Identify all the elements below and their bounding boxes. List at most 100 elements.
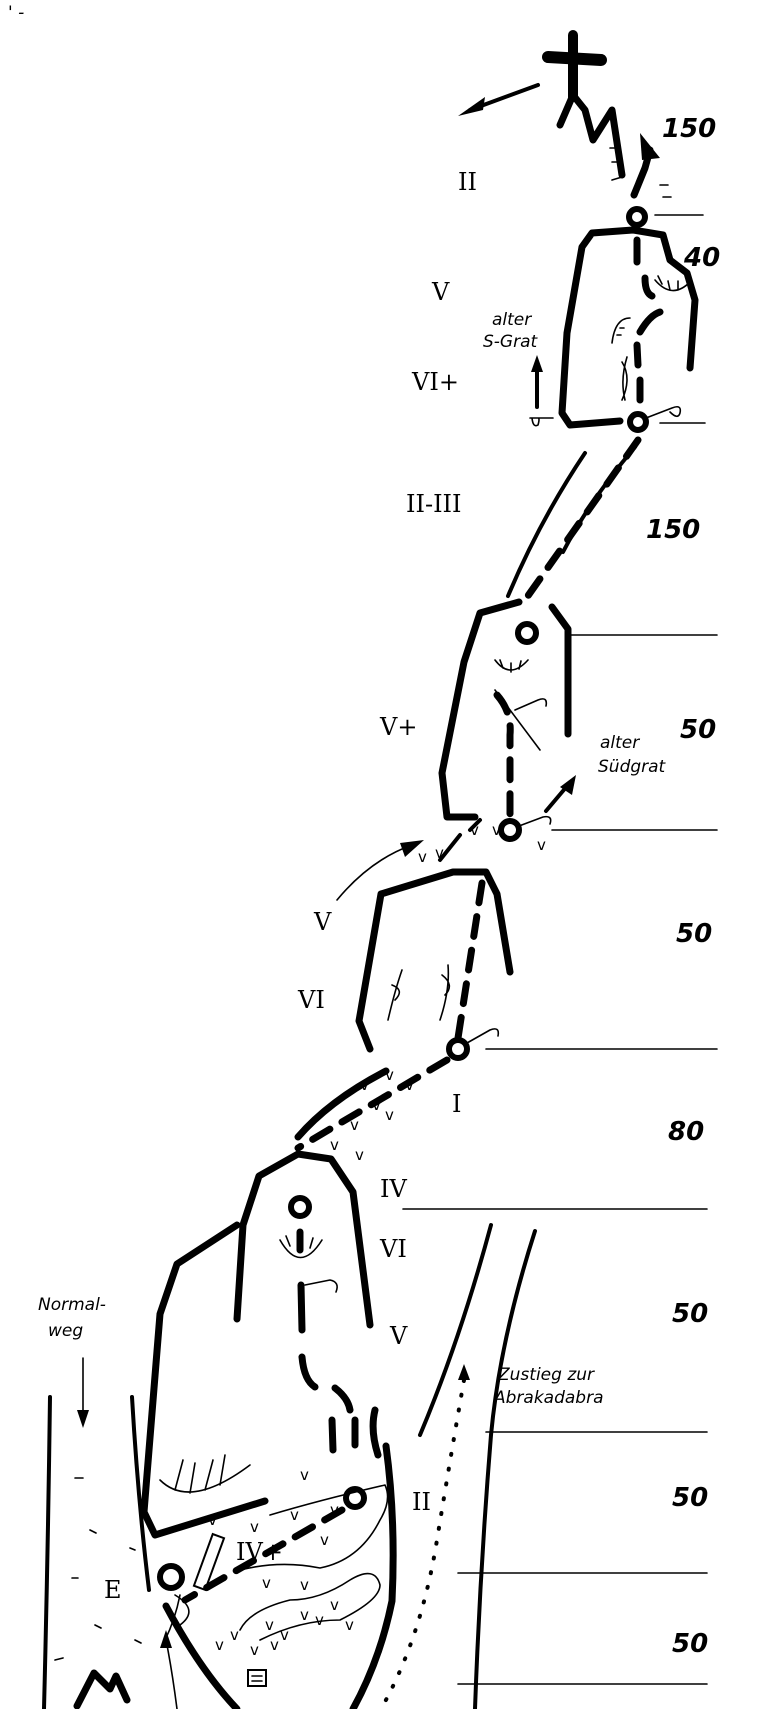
scree-marks [54,1477,142,1661]
pitch-length: 50 [672,1629,708,1659]
crack-icon [387,964,451,1021]
note-zustieg: Zustieg zur [497,1365,595,1385]
note-normalweg: weg [48,1321,83,1341]
vegetation-mark: v [262,1574,271,1592]
belay-anchor [627,411,649,433]
route-line [181,1506,346,1604]
grade-label: II [412,1488,431,1516]
vegetation-mark: v [492,821,501,839]
summit-cross-icon [542,30,607,102]
note-normalweg: Normal- [38,1295,106,1315]
note-s-grat: S-Grat [483,332,539,352]
bolt-icon [645,406,682,419]
vegetation-mark: v [372,1096,381,1114]
book-box-icon [247,1669,267,1687]
belay-anchor [446,1037,470,1061]
vegetation-mark: v [250,1641,259,1659]
pitch-length: 150 [662,114,716,144]
vegetation-mark: v [385,1066,394,1084]
pitch-length: 50 [676,919,712,949]
crack-icon [621,356,628,401]
grade-label: V+ [379,713,417,741]
lower-block-outline [140,1221,269,1539]
vegetation-mark: v [355,1146,364,1164]
vegetation-mark: v [537,836,546,854]
route-line [493,691,514,821]
grade-label: IV [380,1175,407,1203]
grade-label: VI [297,986,325,1014]
start-belay [157,1563,185,1591]
arrow-up-icon [458,1364,470,1380]
overhang-icon [611,317,631,344]
belay-anchor [288,1195,312,1219]
vegetation-mark: v [230,1626,239,1644]
vegetation-mark: v [315,1611,324,1629]
vegetation-mark: v [300,1576,309,1594]
vegetation-mark: v [290,1506,299,1524]
belay-anchor [498,818,522,842]
vegetation-mark: v [418,848,427,866]
vegetation-mark: v [330,1501,339,1519]
scree-marks [609,147,672,198]
grade-label: VI [379,1235,407,1263]
slab-hatching [159,1454,251,1494]
vegetation-mark: v [208,1511,217,1529]
belay-anchor [515,621,539,645]
vegetation-mark: v [350,1116,359,1134]
arrow-head-icon [458,97,485,116]
vegetation-mark: v [360,1076,369,1094]
vegetation-mark: v [385,1106,394,1124]
arrow-up-icon [160,1630,172,1648]
vegetation-mark: v [330,1596,339,1614]
vegetation-mark: v [470,821,479,839]
note-alter: alter [600,733,640,753]
vegetation-mark: v [405,1076,414,1094]
start-label: E [104,1576,122,1604]
vegetation-mark: v [435,844,444,862]
grade-label: IV+ [236,1538,283,1566]
vegetation-mark: v [345,1616,354,1634]
overhang-icon [279,1235,323,1259]
peak-icon [73,1669,131,1709]
vegetation-mark: v [270,1636,279,1654]
route-line [294,1056,451,1152]
note-alter: alter [492,310,532,330]
block-icon [192,1532,226,1592]
arrow-head-icon [400,840,424,857]
vegetation-mark: v [250,1518,259,1536]
vegetation-mark: v [320,1531,329,1549]
summit-ridge [556,91,626,179]
pillar-2-outline [438,598,572,821]
pitch-length: 50 [672,1299,708,1329]
route-line [454,879,486,1042]
vegetation-mark: v [280,1626,289,1644]
grade-label: II-III [406,490,462,518]
route-line [296,1228,382,1459]
vegetation-mark: v [330,1136,339,1154]
bolt-icon [494,689,548,751]
pitch-length: 150 [646,515,700,545]
pitch-length: 50 [672,1483,708,1513]
scree-outline [239,1484,389,1641]
grade-label: V [389,1322,408,1350]
overhang-icon [494,659,529,673]
route-line [633,236,664,404]
note-abrakadabra: Abrakadabra [493,1388,604,1408]
vegetation-mark: v [300,1606,309,1624]
pillar-1-outline [558,226,699,429]
grade-label: VI+ [411,368,459,396]
route-line [521,436,642,604]
corner-mark: ' - [8,3,24,23]
pitch-length: 50 [680,715,716,745]
arrow-head-icon [560,775,576,795]
pitch-length: 80 [668,1117,704,1147]
vegetation-mark: v [215,1636,224,1654]
arrow-head-icon [640,133,660,160]
grade-label: I [452,1090,461,1118]
note-suedgrat: Südgrat [598,757,667,777]
vegetation-mark: v [300,1466,309,1484]
arrow-down-icon [77,1410,89,1428]
vegetation-mark: v [265,1616,274,1634]
